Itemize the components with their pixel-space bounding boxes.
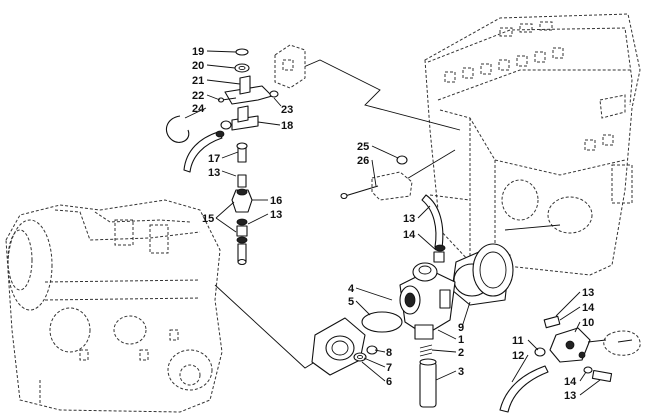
callout-3: 3 — [458, 366, 464, 378]
callout-16: 16 — [270, 195, 282, 207]
callout-13: 13 — [403, 213, 415, 225]
primer-assembly — [499, 315, 641, 413]
callout-5: 5 — [348, 296, 354, 308]
callout-2: 2 — [458, 347, 464, 359]
callout-13: 13 — [208, 167, 220, 179]
callout-14: 14 — [564, 376, 577, 388]
callout-labels: 19 20 21 22 24 23 18 17 13 15 16 13 25 2… — [192, 46, 595, 402]
callout-8: 8 — [386, 347, 392, 359]
callout-21: 21 — [192, 75, 204, 87]
callout-19: 19 — [192, 46, 204, 58]
mounting-bracket — [340, 155, 413, 201]
callout-17: 17 — [208, 153, 220, 165]
callout-11: 11 — [512, 335, 524, 347]
callout-4: 4 — [348, 283, 355, 295]
callout-18: 18 — [281, 120, 293, 132]
callout-14: 14 — [403, 229, 416, 241]
air-box — [424, 13, 641, 276]
callout-12: 12 — [512, 350, 524, 362]
callout-20: 20 — [192, 60, 204, 72]
callout-24: 24 — [192, 103, 205, 115]
callout-13: 13 — [564, 390, 576, 402]
callout-13: 13 — [270, 209, 282, 221]
callout-14: 14 — [582, 302, 595, 314]
fuel-pump-assembly — [165, 44, 306, 266]
callout-26: 26 — [357, 155, 369, 167]
callout-22: 22 — [192, 90, 204, 102]
callout-13: 13 — [582, 287, 594, 299]
carburetor-assembly — [311, 194, 514, 408]
callout-leaders — [184, 50, 601, 396]
callout-1: 1 — [458, 334, 464, 346]
callout-7: 7 — [386, 362, 392, 374]
callout-15: 15 — [202, 213, 214, 225]
callout-9: 9 — [458, 322, 464, 334]
callout-23: 23 — [281, 104, 293, 116]
engine-block — [5, 199, 223, 413]
callout-25: 25 — [357, 141, 369, 153]
callout-10: 10 — [582, 317, 594, 329]
callout-6: 6 — [386, 376, 392, 388]
